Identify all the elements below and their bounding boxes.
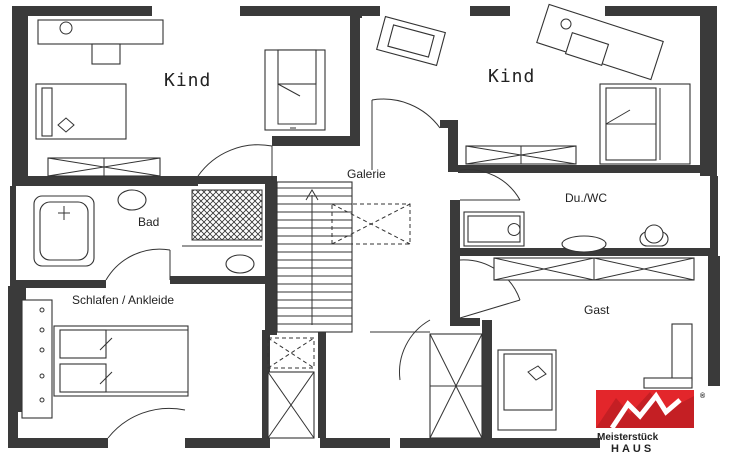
label-du-wc: Du./WC: [565, 191, 607, 205]
label-kind-right: Kind: [488, 66, 535, 87]
logo-brand-line1: Meisterstück: [597, 432, 659, 443]
kind-left-furniture: [35, 19, 326, 177]
kind-right-furniture: [375, 3, 691, 165]
gast-furniture: [429, 257, 695, 439]
label-bad: Bad: [138, 215, 159, 229]
label-kind-left: Kind: [164, 70, 211, 91]
du-wc-fixtures: [463, 211, 669, 253]
meisterstueck-logo: Meisterstück HAUS ®: [596, 390, 706, 455]
label-schlafen: Schlafen / Ankleide: [72, 293, 174, 307]
schlafen-furniture: [21, 299, 189, 419]
bad-fixtures: [33, 189, 263, 274]
label-gast: Gast: [584, 303, 610, 317]
logo-brand-line2: HAUS: [611, 443, 654, 455]
logo-registered: ®: [700, 392, 706, 400]
logo-white-bolt: [609, 391, 682, 430]
label-galerie: Galerie: [347, 167, 386, 181]
stairs: [267, 181, 411, 439]
